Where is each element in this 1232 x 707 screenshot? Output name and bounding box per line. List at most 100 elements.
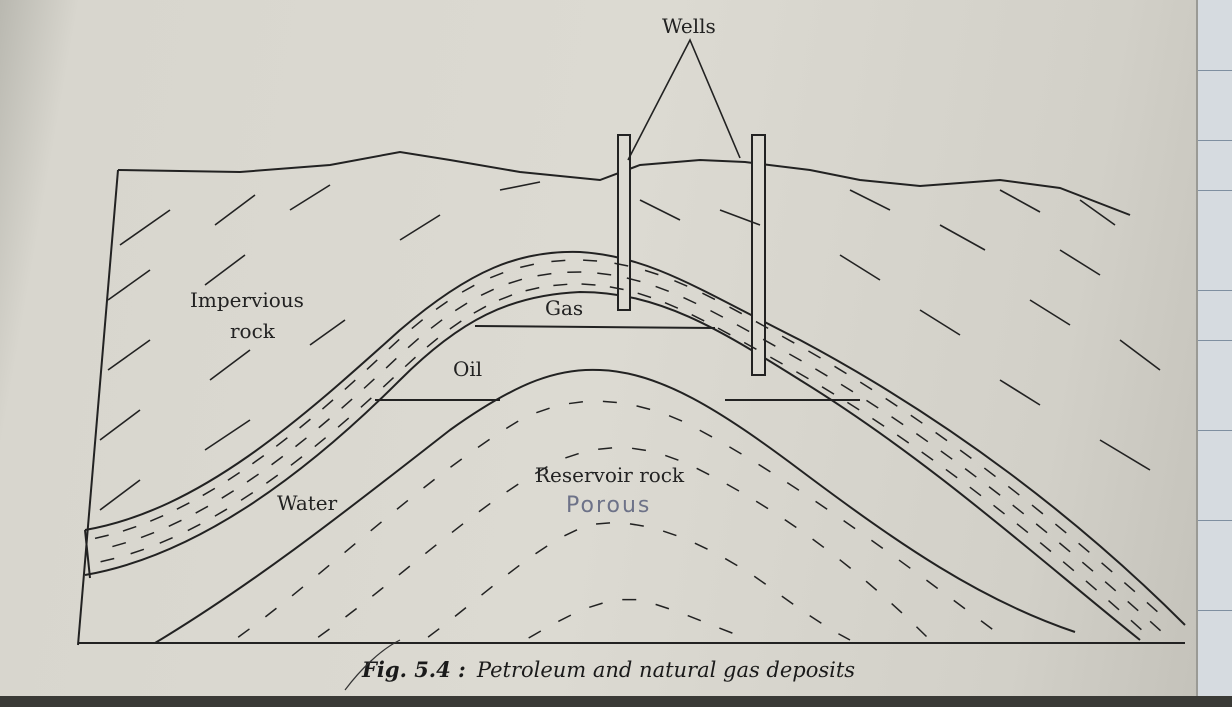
hatch-dash xyxy=(662,530,677,537)
label-impervious: Impervious xyxy=(190,288,304,312)
hatch-dash xyxy=(812,538,825,549)
pencil-mark xyxy=(344,639,401,691)
hatch-dash xyxy=(1085,580,1098,591)
hatch-dash xyxy=(451,523,464,534)
hatch-dash xyxy=(251,454,265,465)
hatch-dash xyxy=(1062,561,1075,572)
hatch-dash xyxy=(719,627,733,634)
hatch-dash xyxy=(781,335,795,344)
hatch-dash xyxy=(1127,600,1139,612)
hatch-dash xyxy=(337,417,350,428)
band-lower xyxy=(84,290,1141,641)
hatch-dash xyxy=(1149,620,1162,632)
hatch-dash xyxy=(1054,523,1067,534)
hatch-dash xyxy=(299,418,311,429)
notebook-edge xyxy=(1196,0,1232,707)
hatch-dash xyxy=(626,277,641,283)
hatch-dash xyxy=(423,478,436,489)
hatch-dash xyxy=(221,490,235,499)
hatch-dash xyxy=(498,294,513,301)
hatch-dash xyxy=(290,456,303,466)
hatch-dash xyxy=(265,474,279,484)
hatch-dash xyxy=(925,579,939,590)
hatch-dash xyxy=(551,259,566,263)
hatch-dash xyxy=(736,324,750,333)
hatch-dash xyxy=(481,585,493,596)
hatch-dash xyxy=(528,630,542,639)
hatch-dash xyxy=(726,483,740,492)
label-gas: Gas xyxy=(545,296,583,320)
hatch-dash xyxy=(536,407,550,414)
label-rock: rock xyxy=(230,319,276,343)
hatch-dash xyxy=(786,482,800,491)
caption-fig-number: Fig. 5.4 : xyxy=(361,657,466,682)
hatch-dash xyxy=(1108,599,1120,611)
page-bottom-shadow xyxy=(0,696,1232,707)
hatch-dash xyxy=(896,434,910,444)
hatch-dash xyxy=(130,548,145,555)
hatch-dash xyxy=(159,537,173,544)
hatch-dash xyxy=(664,302,679,309)
gas-oil-contact xyxy=(474,325,716,329)
hatch-dash xyxy=(834,365,847,375)
hatch-dash xyxy=(366,359,378,371)
label-water: Water xyxy=(277,491,338,515)
hatch-dash xyxy=(898,559,911,569)
hatch-dash xyxy=(525,286,540,292)
hatch-dash xyxy=(795,371,809,380)
hatch-dash xyxy=(631,447,647,452)
hatch-dash xyxy=(291,586,304,597)
hatch-dash xyxy=(683,296,697,305)
hatch-dash xyxy=(840,383,854,393)
hatch-dash xyxy=(508,278,523,285)
hatch-dash xyxy=(370,521,382,532)
hatch-dash xyxy=(396,499,409,510)
hatch-dash xyxy=(1016,523,1029,534)
hatch-dash xyxy=(202,487,216,497)
hatch-dash xyxy=(520,263,535,269)
hatch-dash xyxy=(583,259,598,262)
hatch-dash xyxy=(821,386,835,395)
hatch-dash xyxy=(668,414,683,422)
hatch-dash xyxy=(94,534,109,540)
hatch-dash xyxy=(743,341,757,350)
hatch-dash xyxy=(762,338,776,347)
hatch-dash xyxy=(1081,561,1094,572)
hatch-dash xyxy=(808,350,821,359)
hatch-dash xyxy=(321,399,334,410)
hatch-dash xyxy=(755,320,769,330)
hatch-dash xyxy=(729,306,743,315)
hatch-dash xyxy=(988,486,1001,496)
hatch-dash xyxy=(915,433,929,443)
hatch-dash xyxy=(691,314,705,322)
hatch-dash xyxy=(149,514,164,522)
hatch-dash xyxy=(360,397,372,408)
hatch-dash xyxy=(910,414,923,424)
hatch-dash xyxy=(385,357,397,369)
hatch-dash xyxy=(674,279,688,287)
hatch-dash xyxy=(565,452,579,459)
hatch-dash xyxy=(614,262,629,267)
hatch-dash xyxy=(1058,542,1071,553)
hatch-dash xyxy=(921,451,934,461)
hatch-dash xyxy=(317,628,330,638)
label-oil: Oil xyxy=(453,357,482,381)
reservoir-dashes xyxy=(237,400,993,641)
wells-pointer xyxy=(627,38,741,161)
hatch-dash xyxy=(294,437,307,448)
hatch-dash xyxy=(788,353,802,362)
hatch-dash xyxy=(609,286,624,291)
impervious-hatching xyxy=(99,181,1161,511)
hatch-dash xyxy=(1130,619,1142,631)
hatch-dash xyxy=(993,504,1006,515)
hatch-dash xyxy=(237,628,250,638)
hatch-dash xyxy=(1035,523,1048,534)
hatch-dash xyxy=(1123,581,1136,593)
hatch-dash xyxy=(843,520,856,530)
hatch-dash xyxy=(100,557,115,563)
hatch-dash xyxy=(935,431,948,442)
hatch-dash xyxy=(595,522,611,525)
hatch-dash xyxy=(411,319,424,330)
hatch-dash xyxy=(537,272,552,277)
hatch-dash xyxy=(758,463,771,473)
